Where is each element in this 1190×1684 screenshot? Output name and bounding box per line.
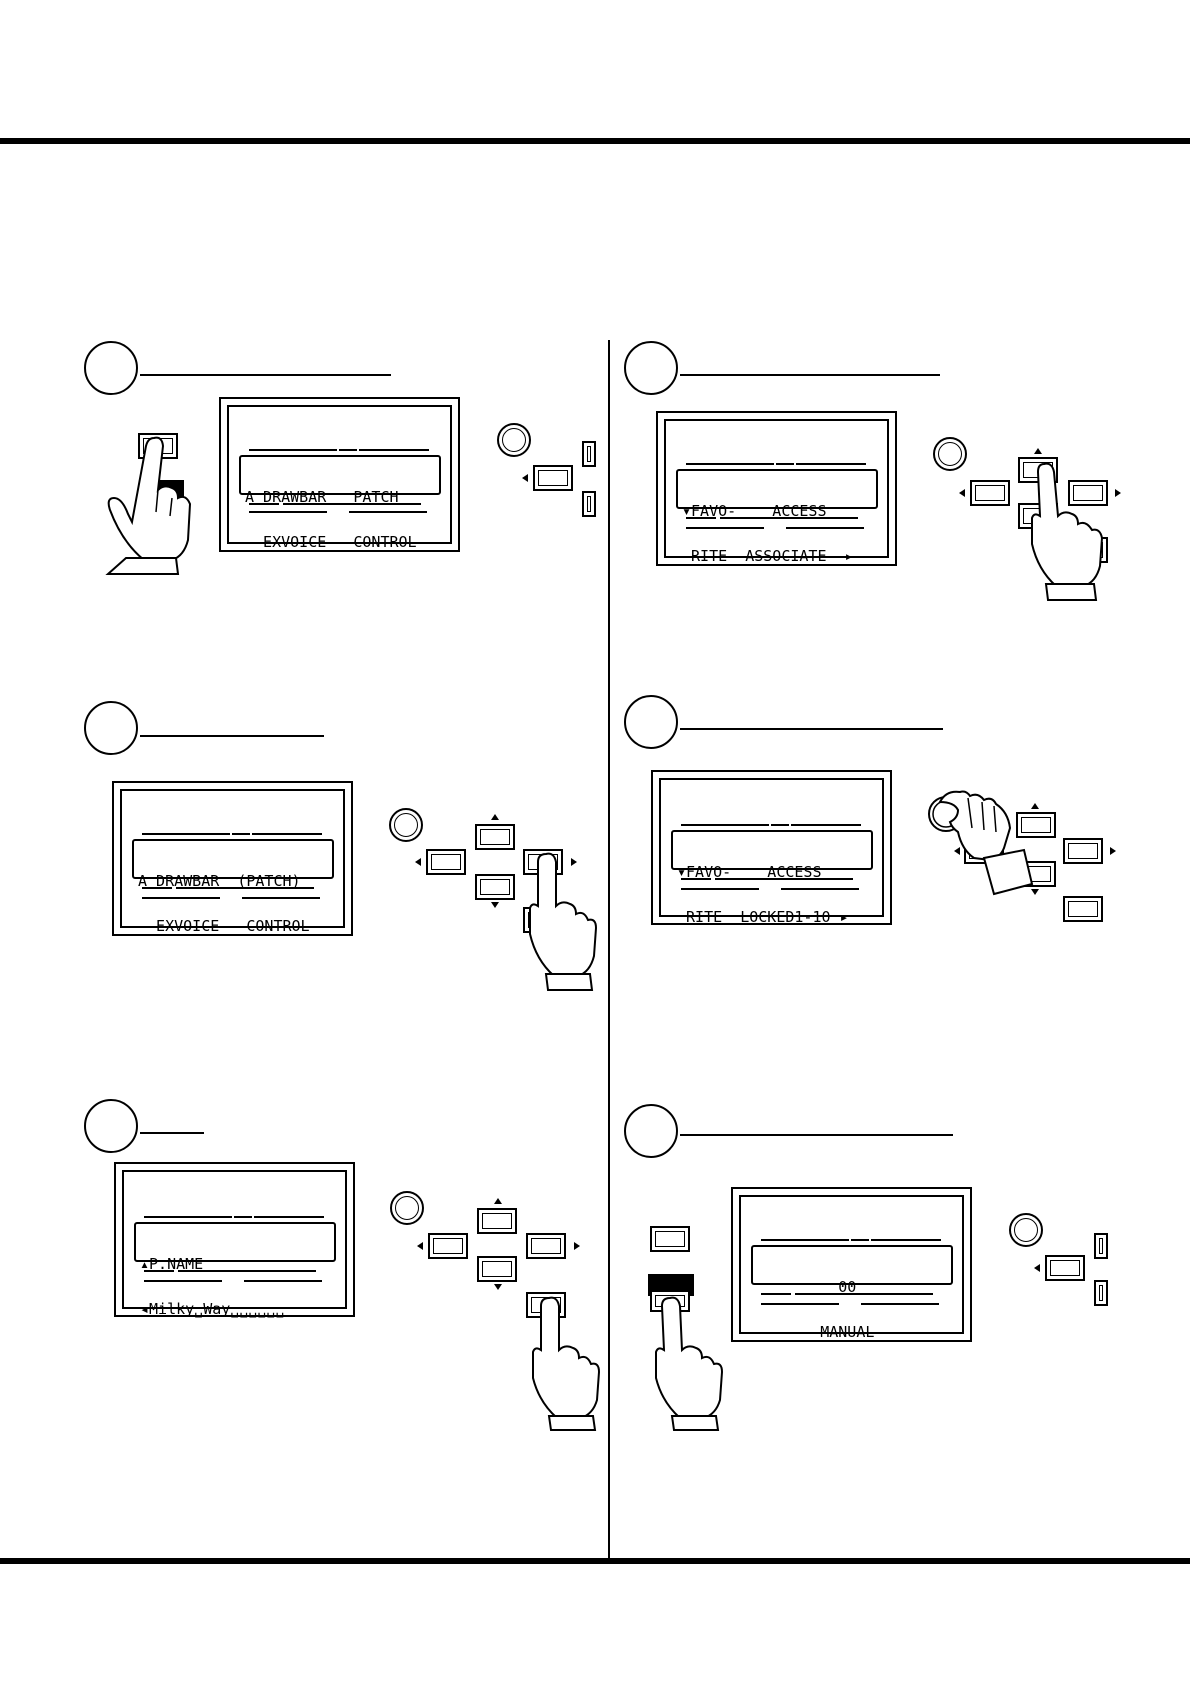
down-button[interactable] [477,1256,517,1282]
up-button[interactable] [477,1208,517,1234]
value-knob[interactable] [390,1191,424,1225]
step-heading-line [680,728,943,730]
step-number-circle [84,341,138,395]
right-button[interactable] [1063,838,1103,864]
down-arrow-icon [491,902,499,908]
right-arrow-icon [1110,847,1116,855]
right-button[interactable] [1068,480,1108,506]
top-rule [0,138,1190,144]
left-button[interactable] [1045,1255,1085,1281]
down-button[interactable] [475,874,515,900]
lcd-text: A DRAWBAR (PATCH) EXVOICE CONTROL [132,839,334,934]
left-arrow-icon [1034,1264,1040,1272]
lcd-line-2: EXVOICE CONTROL [245,533,417,551]
column-divider [608,340,610,1558]
step-number-circle [624,341,678,395]
lcd-line-2: EXVOICE CONTROL [138,917,310,935]
panel-button[interactable] [650,1226,690,1252]
step-heading-line [680,1134,953,1136]
step-heading-line [140,1132,204,1134]
lcd-display: ▾FAVO- ACCESS RITE ASSOCIATE ▸ [656,411,897,566]
left-button[interactable] [970,480,1010,506]
step-heading-line [680,374,940,376]
value-knob[interactable] [497,423,531,457]
up-arrow-icon [491,814,499,820]
lcd-text: ▴P.NAME ◂Milky␣Way␣␣␣␣␣␣ [134,1222,336,1317]
lcd-line-1: ▾FAVO- ACCESS [677,863,822,881]
lcd-text: A DRAWBAR PATCH EXVOICE CONTROL [239,455,441,550]
step-heading-line [140,374,391,376]
left-button[interactable] [428,1233,468,1259]
pointing-hand-icon [529,852,598,991]
lcd-display: ▴P.NAME ◂Milky␣Way␣␣␣␣␣␣ [114,1162,355,1317]
lcd-line-2: RITE LOCKED1-10 ▸ [677,908,849,926]
lcd-display: ▾FAVO- ACCESS RITE LOCKED1-10 ▸ [651,770,892,925]
lcd-line-1: ▾FAVO- ACCESS [682,502,827,520]
lcd-line-1: A DRAWBAR PATCH [245,488,399,506]
left-arrow-icon [417,1242,423,1250]
up-button-cropped[interactable] [582,441,596,467]
left-arrow-icon [959,489,965,497]
up-button-cropped[interactable] [1094,1233,1108,1259]
step-number-circle [624,695,678,749]
right-arrow-icon [571,858,577,866]
left-arrow-icon [522,474,528,482]
lcd-line-1: ▴P.NAME [140,1255,204,1273]
down-button-cropped[interactable] [582,491,596,517]
value-knob[interactable] [1009,1213,1043,1247]
step-heading-line [140,735,324,737]
right-arrow-icon [1115,489,1121,497]
lcd-text: 00 MANUAL [751,1245,953,1340]
lcd-display: A DRAWBAR PATCH EXVOICE CONTROL [219,397,460,552]
lcd-line-1: 00 [757,1278,857,1296]
lcd-display: A DRAWBAR (PATCH) EXVOICE CONTROL [112,781,353,936]
lcd-text: ▾FAVO- ACCESS RITE ASSOCIATE ▸ [676,469,878,564]
lcd-text: ▾FAVO- ACCESS RITE LOCKED1-10 ▸ [671,830,873,925]
pointing-hand-icon [1031,462,1104,601]
up-button[interactable] [475,824,515,850]
lcd-line-2: ◂Milky␣Way␣␣␣␣␣␣ [140,1300,285,1318]
pointing-hand-icon [655,1296,724,1431]
right-button[interactable] [526,1233,566,1259]
left-arrow-icon [954,847,960,855]
pointing-hand-icon [105,436,192,575]
step-number-circle [84,1099,138,1153]
up-button[interactable] [1016,812,1056,838]
up-arrow-icon [1034,448,1042,454]
down-arrow-icon [1031,889,1039,895]
up-arrow-icon [494,1198,502,1204]
down-arrow-icon [494,1284,502,1290]
right-arrow-icon [574,1242,580,1250]
up-arrow-icon [1031,803,1039,809]
bottom-rule [0,1558,1190,1564]
step-number-circle [84,701,138,755]
lcd-display: 00 MANUAL [731,1187,972,1342]
down-button-cropped[interactable] [1094,1280,1108,1306]
left-arrow-icon [415,858,421,866]
lcd-line-2: MANUAL [757,1323,875,1341]
value-knob[interactable] [933,437,967,471]
hand-turning-knob-icon [928,790,1034,896]
step-number-circle [624,1104,678,1158]
value-knob[interactable] [389,808,423,842]
left-button[interactable] [426,849,466,875]
pointing-hand-icon [532,1296,601,1431]
enter-button[interactable] [1063,896,1103,922]
lcd-line-1: A DRAWBAR (PATCH) [138,872,301,890]
lcd-line-2: RITE ASSOCIATE ▸ [682,547,854,565]
left-button[interactable] [533,465,573,491]
